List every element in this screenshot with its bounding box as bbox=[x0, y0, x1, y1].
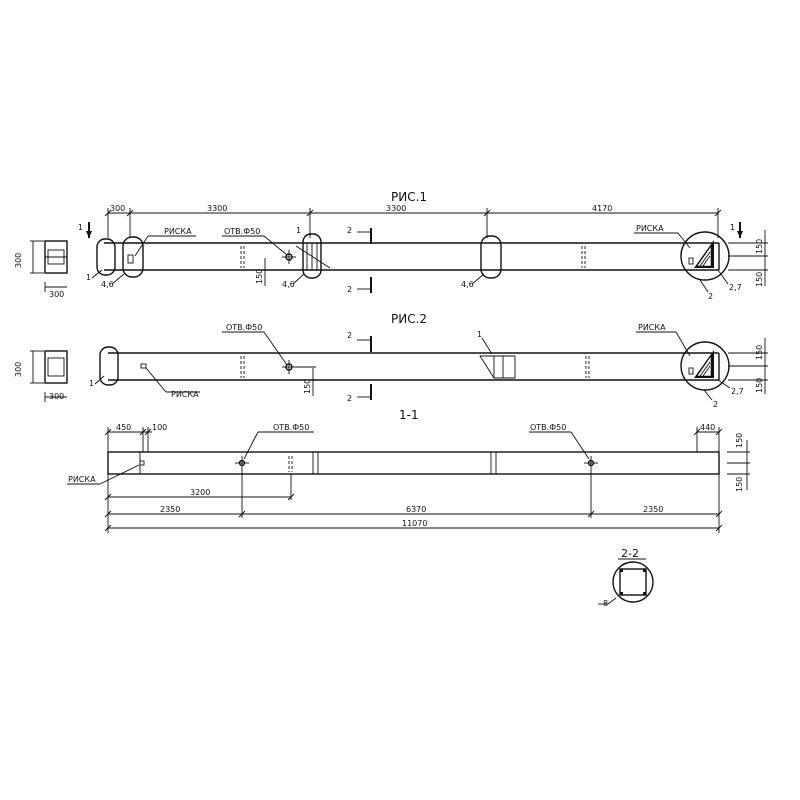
fig1-dim-3300-b: 3300 bbox=[386, 204, 406, 213]
fig1-ref-46-c: 4,6 bbox=[461, 280, 474, 289]
sec22-ref-8: 8 bbox=[603, 599, 608, 608]
fig1-side-150-b: 150 bbox=[755, 272, 764, 287]
fig1-title: РИС.1 bbox=[391, 190, 427, 204]
fig2-beam bbox=[99, 341, 730, 391]
sec11-dim-11070: 11070 bbox=[402, 519, 427, 528]
sec11-hole-label-a: ОТВ.Ф50 bbox=[273, 423, 309, 432]
section-1-1-side-dimensions: 150 150 bbox=[727, 433, 750, 492]
fig2-riska-right: РИСКА bbox=[638, 323, 666, 332]
fig1-riska-left: РИСКА bbox=[164, 227, 192, 236]
sec11-dim-6370: 6370 bbox=[406, 505, 426, 514]
sec11-dim-2350-a: 2350 bbox=[160, 505, 180, 514]
fig1-top-dimensions: 300 3300 3300 4170 bbox=[104, 204, 722, 238]
sec11-side-150-a: 150 bbox=[735, 433, 744, 448]
fig2-side-dimensions: 150 150 150 bbox=[296, 338, 768, 396]
fig1-cut-2-bottom: 2 bbox=[347, 285, 352, 294]
fig2-side-150-b: 150 bbox=[755, 378, 764, 393]
fig1-cut-2-top: 2 bbox=[347, 226, 352, 235]
sec11-riska: РИСКА bbox=[68, 475, 96, 484]
fig2-title: РИС.2 bbox=[391, 312, 427, 326]
fig1-annotations: РИСКА ОТВ.Ф50 РИСКА 1 4,6 1 4,6 4,6 2 2,… bbox=[86, 224, 742, 301]
section-2-2-title: 2-2 bbox=[621, 547, 639, 560]
sec11-dim-100: 100 bbox=[152, 423, 167, 432]
fig1-dim-3300-a: 3300 bbox=[207, 204, 227, 213]
fig1-ref-1-left: 1 bbox=[86, 273, 91, 282]
fig2-ref-2: 2 bbox=[713, 400, 718, 409]
fig2-dim-150-mid: 150 bbox=[303, 379, 312, 394]
sec11-dim-3200: 3200 bbox=[190, 488, 210, 497]
fig1-ref-46-b: 4,6 bbox=[282, 280, 295, 289]
section-1-1-top-dimensions: 450 100 440 bbox=[104, 423, 723, 452]
fig1-cut-marks: 1 1 2 2 bbox=[78, 222, 743, 294]
section-1-1-title: 1-1 bbox=[399, 408, 419, 422]
fig2-ref-27: 2,7 bbox=[731, 387, 744, 396]
fig2-hole-label: ОТВ.Ф50 bbox=[226, 323, 262, 332]
fig1-ref-27: 2,7 bbox=[729, 283, 742, 292]
fig2-riska-left: РИСКА bbox=[171, 390, 199, 399]
fig1-end-view: 300 300 bbox=[14, 240, 68, 299]
fig1-cut-1-left: 1 bbox=[78, 223, 83, 232]
fig1-end-300-v: 300 bbox=[14, 253, 23, 268]
fig2-end-view: 300 300 bbox=[14, 350, 68, 402]
fig2-cut-2-top: 2 bbox=[347, 331, 352, 340]
fig1-riska-right: РИСКА bbox=[636, 224, 664, 233]
fig1-beam bbox=[96, 231, 730, 281]
fig2-cut-marks: 2 2 bbox=[347, 331, 372, 403]
fig1-dim-4170: 4170 bbox=[592, 204, 612, 213]
fig2-side-150-a: 150 bbox=[755, 345, 764, 360]
fig1-cut-1-right: 1 bbox=[730, 223, 735, 232]
fig1-ref-1-mid: 1 bbox=[296, 226, 301, 235]
fig2-end-300-v: 300 bbox=[14, 362, 23, 377]
sec11-dim-450: 450 bbox=[116, 423, 131, 432]
fig2-end-300-h: 300 bbox=[49, 392, 64, 401]
sec11-dim-440: 440 bbox=[700, 423, 715, 432]
fig1-dim-150-mid: 150 bbox=[255, 269, 264, 284]
fig2-ref-1-left: 1 bbox=[89, 379, 94, 388]
section-2-2-view: 8 bbox=[598, 558, 654, 608]
section-1-1-bottom-dimensions: 3200 2350 6370 2350 11070 bbox=[104, 470, 723, 533]
fig1-side-150-a: 150 bbox=[755, 239, 764, 254]
fig1-ref-2: 2 bbox=[708, 292, 713, 301]
fig1-side-dimensions: 150 150 150 bbox=[255, 230, 768, 287]
fig1-end-300-h: 300 bbox=[49, 290, 64, 299]
sec11-dim-2350-b: 2350 bbox=[643, 505, 663, 514]
section-1-1-beam bbox=[107, 451, 720, 475]
fig2-cut-2-bottom: 2 bbox=[347, 394, 352, 403]
fig1-ref-46-a: 4,6 bbox=[101, 280, 114, 289]
sec11-side-150-b: 150 bbox=[735, 477, 744, 492]
section-1-1-annotations: ОТВ.Ф50 ОТВ.Ф50 РИСКА bbox=[67, 423, 590, 485]
fig1-hole-label: ОТВ.Ф50 bbox=[224, 227, 260, 236]
fig1-dim-300: 300 bbox=[110, 204, 125, 213]
fig2-ref-1-mid: 1 bbox=[477, 330, 482, 339]
sec11-hole-label-b: ОТВ.Ф50 bbox=[530, 423, 566, 432]
fig2-annotations: ОТВ.Ф50 РИСКА РИСКА 1 1 2 2,7 bbox=[89, 323, 744, 409]
